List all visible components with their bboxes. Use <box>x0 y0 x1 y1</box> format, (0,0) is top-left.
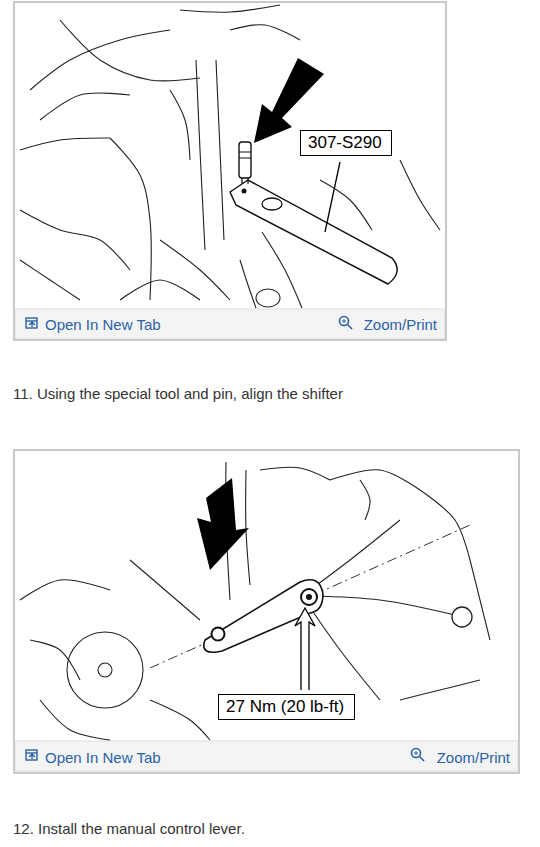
open-tab-icon <box>26 750 37 760</box>
line-art <box>240 260 256 308</box>
open-tab-icon <box>26 318 37 328</box>
line-art <box>216 60 224 240</box>
line-art <box>420 490 470 560</box>
line-art <box>40 700 110 740</box>
open-tab-link: Open In New Tab <box>45 749 161 766</box>
line-art <box>110 138 151 300</box>
line-art <box>196 60 205 250</box>
line-art <box>310 520 400 590</box>
line-art <box>260 467 330 480</box>
zoom-print-link: Zoom/Print <box>437 749 510 766</box>
line-art <box>400 680 480 700</box>
line-art <box>130 560 200 620</box>
panel-footer <box>15 309 445 339</box>
line-art <box>20 260 80 300</box>
line-art <box>180 5 280 12</box>
open-tab-link: Open In New Tab <box>45 316 161 333</box>
figure-panel: Open In New Tab Zoom/Print 27 Nm (20 lb-ft… <box>13 449 520 774</box>
figure-panel: Open In New Tab Zoom/Print 307-S290 <box>13 1 447 341</box>
line-art <box>120 280 200 300</box>
line-art <box>360 480 370 520</box>
torque-spec: 27 Nm (20 lb-ft) <box>226 697 344 716</box>
line-art <box>312 596 455 615</box>
lever-nut <box>301 589 317 605</box>
housing-boss <box>67 632 143 708</box>
housing-bolt <box>98 663 112 677</box>
line-art <box>20 580 110 600</box>
zoom-print-link: Zoom/Print <box>364 316 437 333</box>
alignment-tool <box>230 180 397 284</box>
leader-line <box>325 162 340 232</box>
line-art <box>60 20 200 81</box>
line-art <box>160 240 230 300</box>
tool-number: 307-S290 <box>308 133 382 152</box>
lever-shaft <box>306 594 312 600</box>
center-line <box>150 525 470 668</box>
pin-hole <box>242 189 247 194</box>
pin-detail <box>239 152 251 184</box>
line-art <box>150 700 210 740</box>
lever-hole <box>212 628 225 641</box>
line-art <box>230 25 300 40</box>
line-art <box>246 470 250 585</box>
line-art <box>40 93 130 120</box>
shifter-boss <box>256 289 280 307</box>
zoom-icon <box>412 749 425 762</box>
line-art <box>30 640 80 680</box>
line-art <box>400 160 440 230</box>
line-art <box>20 138 110 150</box>
alignment-pin <box>239 142 251 178</box>
step-caption: 11. Using the special tool and pin, alig… <box>13 385 343 402</box>
torque-arrow <box>295 608 315 690</box>
torque-spec-box: 27 Nm (20 lb-ft) <box>218 694 355 720</box>
line-art <box>20 210 130 270</box>
line-art <box>262 232 302 308</box>
tool-number-box: 307-S290 <box>300 130 392 156</box>
pointer-arrow <box>197 478 249 570</box>
zoom-icon <box>340 317 353 330</box>
ball-joint <box>452 607 472 627</box>
panel-footer <box>15 741 518 771</box>
line-art <box>330 470 420 490</box>
line-art <box>470 560 490 640</box>
line-art <box>170 90 190 160</box>
step-caption: 12. Install the manual control lever. <box>13 820 245 837</box>
line-art <box>305 600 380 700</box>
tool-hole <box>262 198 282 210</box>
